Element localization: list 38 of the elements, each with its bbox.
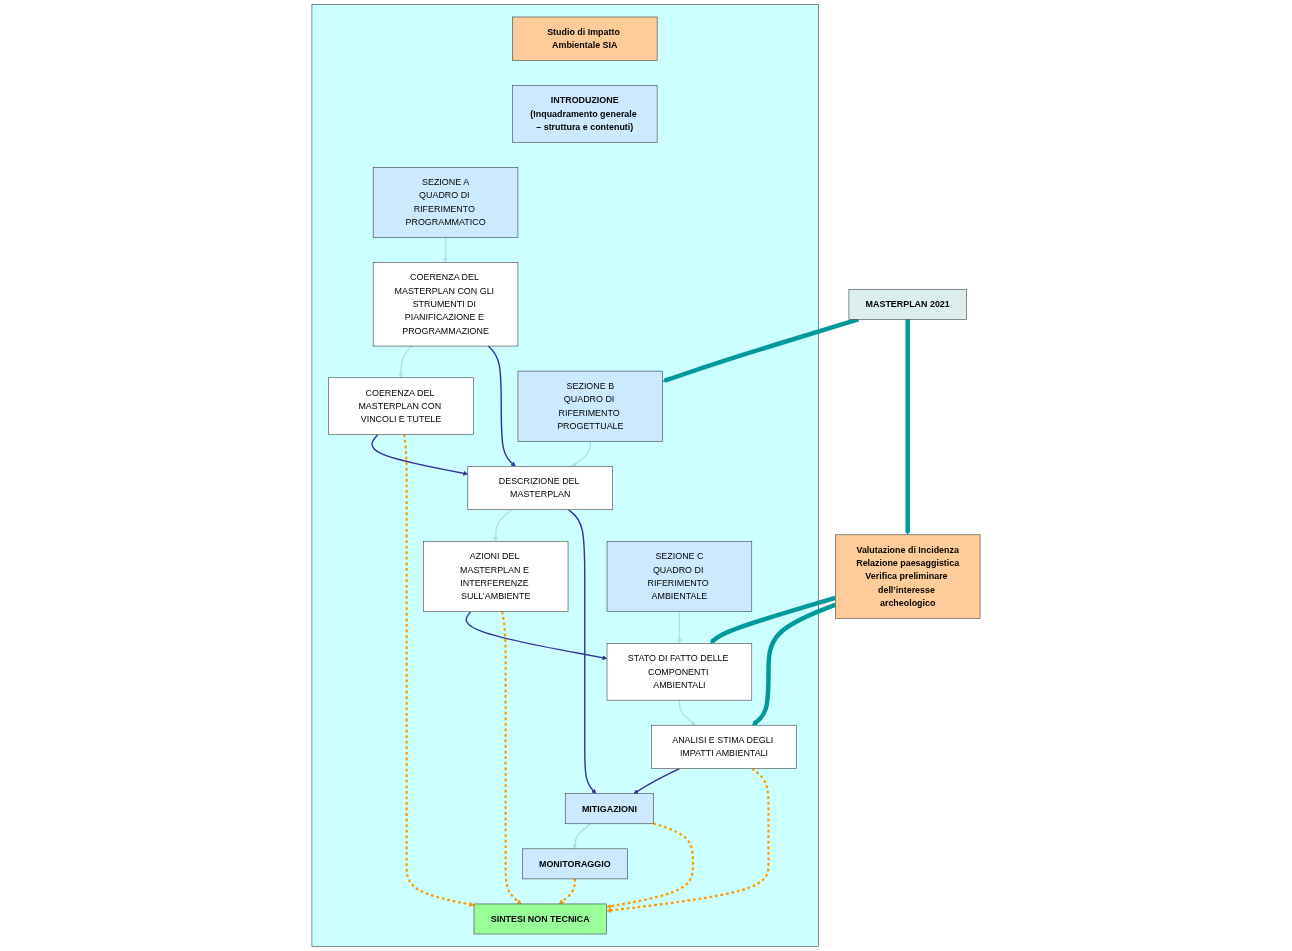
node-box: SINTESI NON TECNICA — [473, 903, 607, 935]
arrow — [752, 602, 837, 726]
node-box: SEZIONE A QUADRO DI RIFERIMENTO PROGRAMMATICO — [372, 167, 519, 238]
arrow — [398, 345, 412, 378]
arrow — [572, 823, 592, 850]
arrow — [443, 236, 448, 263]
arrow — [678, 699, 696, 726]
node-box: MITIGAZIONI — [564, 793, 654, 825]
node-box: SEZIONE C QUADRO DI RIFERIMENTO AMBIENTALE — [606, 541, 753, 612]
arrow — [567, 509, 597, 794]
node-box: Valutazione di Incidenza Relazione paesaggistica Verifica preliminare dell’interesse archeologico — [835, 534, 981, 619]
node-box: MASTERPLAN 2021 — [848, 288, 967, 320]
arrow — [493, 509, 513, 542]
arrow — [633, 767, 681, 794]
node-box: STATO DI FATTO DELLE COMPONENTI AMBIENTALI — [606, 643, 753, 701]
node-box: Studio di Impatto Ambientale SIA — [512, 16, 658, 61]
arrow — [571, 440, 591, 467]
node-box: COERENZA DEL MASTERPLAN CON VINCOLI E TUTELE — [328, 377, 474, 435]
arrow — [710, 595, 836, 644]
arrow — [606, 822, 695, 909]
arrow — [606, 767, 770, 913]
arrow — [371, 433, 469, 476]
node-box: COERENZA DEL MASTERPLAN CON GLI STRUMENTI DI PIANIFICAZIONE E PROGRAMMAZIONE — [372, 262, 519, 347]
arrow — [501, 611, 522, 905]
node-box: SEZIONE B QUADRO DI RIFERIMENTO PROGETTUALE — [517, 370, 663, 442]
node-box: MONITORAGGIO — [522, 848, 628, 880]
node-box: ANALISI E STIMA DEGLI IMPATTI AMBIENTALI — [651, 724, 797, 769]
node-box: AZIONI DEL MASTERPLAN E INTERFERENZE SULL’AMBIENTE — [423, 541, 569, 612]
arrow — [676, 610, 682, 644]
arrow — [662, 317, 859, 383]
cluster — [311, 4, 819, 947]
arrow — [403, 434, 475, 907]
arrow — [905, 319, 911, 535]
arrow — [487, 345, 516, 467]
arrow — [558, 878, 576, 905]
node-box: DESCRIZIONE DEL MASTERPLAN — [467, 466, 613, 510]
arrow — [465, 610, 608, 661]
node-box: INTRODUZIONE (Inquadramento generale – struttura e contenuti) — [512, 85, 658, 143]
